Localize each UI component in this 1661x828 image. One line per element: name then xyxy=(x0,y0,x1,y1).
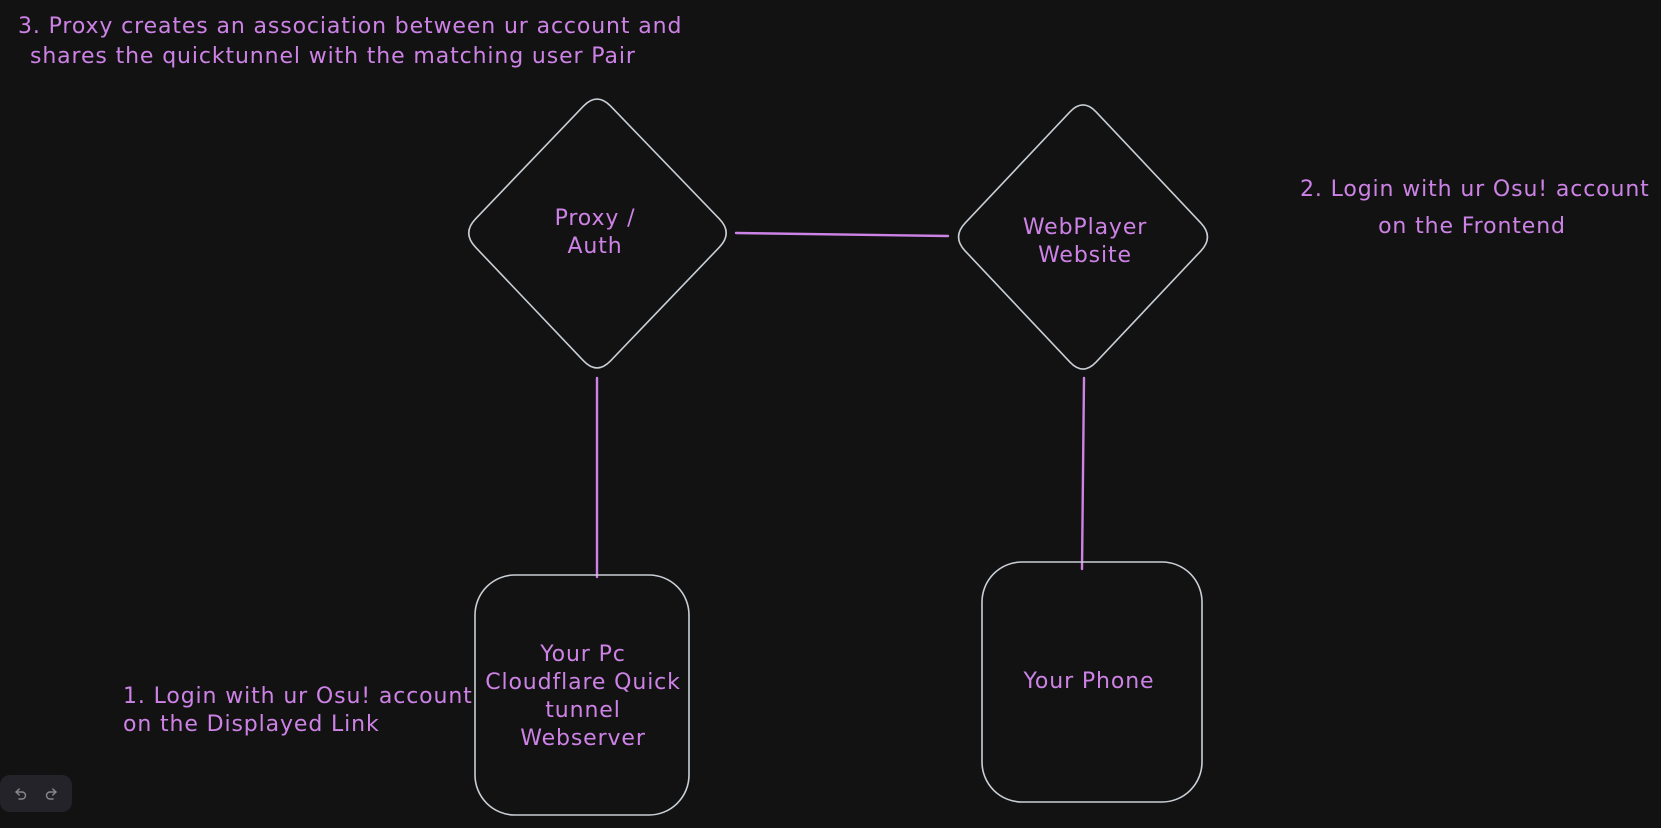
label-line: Auth xyxy=(567,234,623,259)
annotation-step-3[interactable]: 3. Proxy creates an association between … xyxy=(18,12,682,72)
diamond-webplayer-website[interactable] xyxy=(957,104,1209,370)
annotation-line: on the Frontend xyxy=(1378,214,1566,239)
label-pc-webserver[interactable]: Your Pc Cloudflare Quick tunnel Webserve… xyxy=(485,641,681,753)
undo-button[interactable] xyxy=(7,781,33,807)
annotation-line: 3. Proxy creates an association between … xyxy=(18,14,683,39)
annotation-step-2[interactable]: 2. Login with ur Osu! account on the Fro… xyxy=(1300,171,1650,245)
label-line: Your Phone xyxy=(1023,669,1155,694)
edge-proxy-webplayer[interactable] xyxy=(734,231,950,238)
annotation-line: 1. Login with ur Osu! account xyxy=(123,684,473,709)
rect-pc-webserver[interactable] xyxy=(474,574,690,816)
redo-button[interactable] xyxy=(39,781,65,807)
label-line: WebPlayer xyxy=(1022,215,1148,240)
undo-icon xyxy=(14,787,26,800)
annotation-step-1[interactable]: 1. Login with ur Osu! account on the Dis… xyxy=(123,683,473,739)
label-proxy-auth[interactable]: Proxy / Auth xyxy=(555,205,636,261)
label-your-phone[interactable]: Your Phone xyxy=(1024,668,1155,696)
label-line: Cloudflare Quick xyxy=(485,670,681,695)
history-toolbar xyxy=(0,775,72,812)
annotation-line: shares the quicktunnel with the matching… xyxy=(30,44,636,69)
label-line: Webserver xyxy=(520,726,646,751)
edge-webplayer-phone[interactable] xyxy=(1080,376,1086,571)
rect-your-phone[interactable] xyxy=(981,561,1203,803)
annotation-line: 2. Login with ur Osu! account xyxy=(1300,177,1650,202)
label-line: Proxy / xyxy=(554,206,636,231)
diamond-proxy-auth[interactable] xyxy=(467,98,727,369)
label-webplayer-website[interactable]: WebPlayer Website xyxy=(1023,214,1147,270)
label-line: tunnel xyxy=(545,698,621,723)
annotation-line: on the Displayed Link xyxy=(123,712,380,737)
label-line: Your Pc xyxy=(540,642,626,667)
redo-icon xyxy=(46,787,58,800)
label-line: Website xyxy=(1038,243,1132,268)
